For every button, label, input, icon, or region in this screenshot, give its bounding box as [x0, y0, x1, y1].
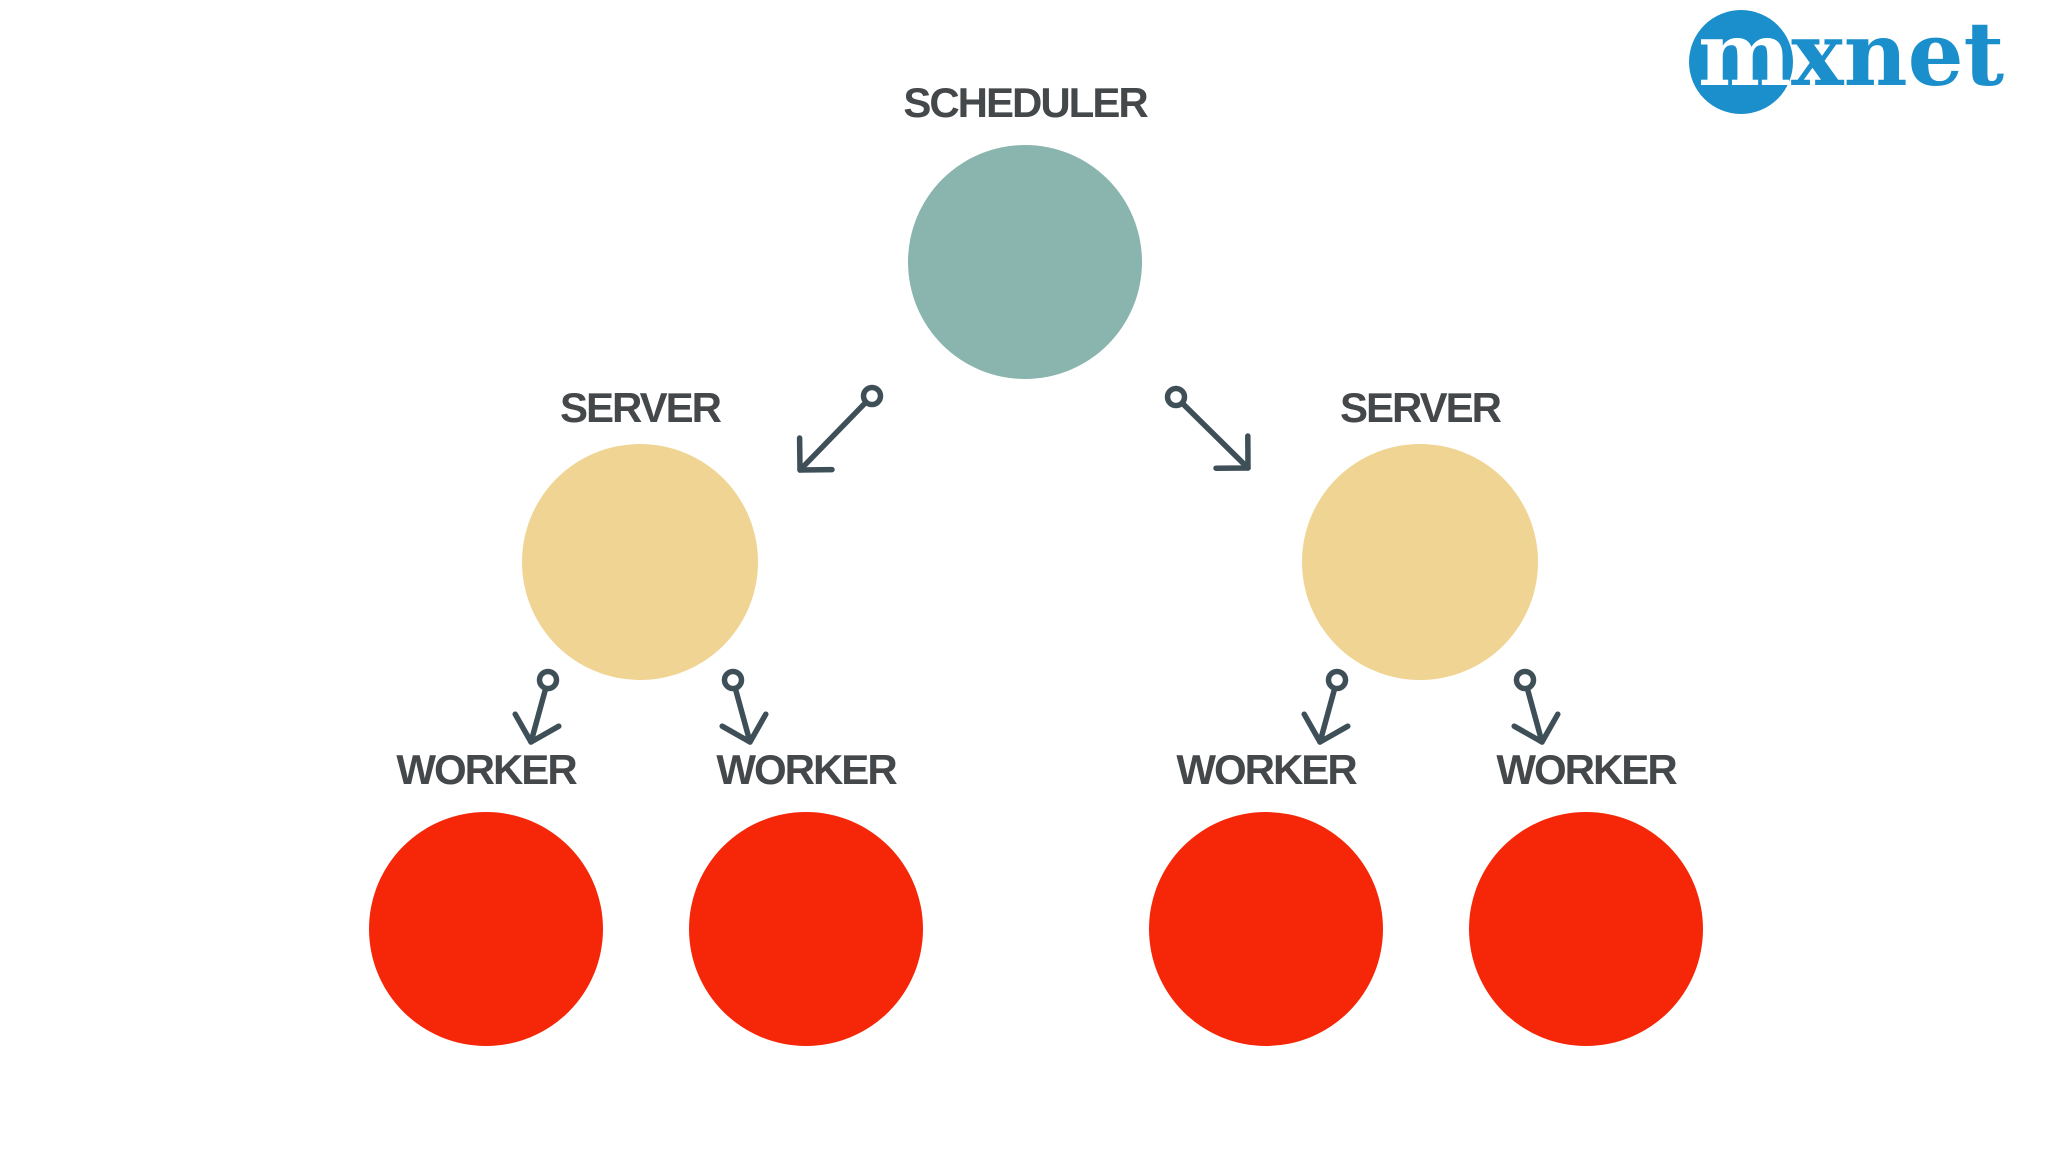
arrow-server-right-to-worker-3 [1301, 668, 1351, 745]
worker-3-label: WORKER [1176, 746, 1357, 793]
worker-1-label: WORKER [396, 746, 577, 793]
worker-3-node [1149, 812, 1383, 1046]
mxnet-logo-xnet: xnet [1791, 2, 2005, 106]
arrow-scheduler-to-server-right [1164, 385, 1251, 471]
arrow-server-right-to-worker-4 [1511, 668, 1561, 745]
arrow-server-left-to-worker-2 [719, 668, 769, 745]
mxnet-logo-circle [1689, 10, 1793, 114]
worker-4-label: WORKER [1496, 746, 1677, 793]
server-left-node [522, 444, 758, 680]
arrow-server-left-to-worker-1 [512, 668, 562, 745]
worker-2-node [689, 812, 923, 1046]
worker-1-node [369, 812, 603, 1046]
mxnet-logo-text: mxnet [1698, 4, 2004, 104]
mxnet-logo: mxnet [1689, 4, 2004, 116]
mxnet-logo-m: m [1698, 2, 1792, 106]
worker-2-label: WORKER [716, 746, 897, 793]
scheduler-label: SCHEDULER [903, 79, 1148, 126]
worker-4-node [1469, 812, 1703, 1046]
server-right-label: SERVER [1340, 384, 1502, 431]
scheduler-node [908, 145, 1142, 379]
server-left-label: SERVER [560, 384, 722, 431]
arrow-scheduler-to-server-left [796, 384, 884, 473]
server-right-node [1302, 444, 1538, 680]
